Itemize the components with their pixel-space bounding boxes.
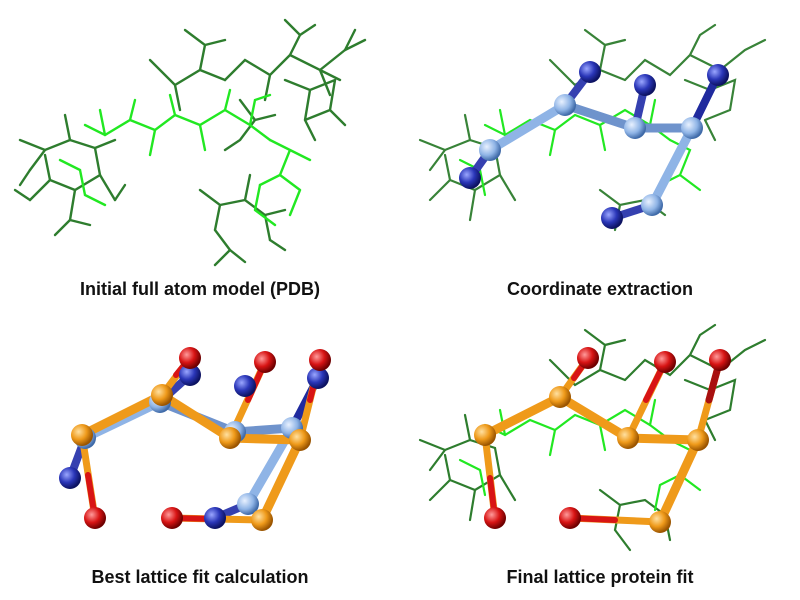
final-lattice-node-2 [549,386,571,408]
side-atom-3 [634,74,656,96]
ca-atom-2 [554,94,576,116]
lattice-side-3 [254,351,276,373]
ca-atom-5 [641,194,663,216]
panel-best-lattice-fit [0,300,400,570]
caption-final-lattice-fit: Final lattice protein fit [506,567,694,587]
side-atom-4 [707,64,729,86]
final-lattice-side-3 [654,351,676,373]
final-lattice-side-2 [577,347,599,369]
lattice-side-2 [179,347,201,369]
panel-coordinate-extraction [400,0,800,270]
caption-coordinate-extraction: Coordinate extraction [506,279,694,299]
lattice-side-4 [309,349,331,371]
ca-atom-1 [479,139,501,161]
side-atom-1 [459,167,481,189]
coordinate-extraction-model [418,23,767,232]
final-lattice-node-4 [687,429,709,451]
full-atom-wireframe [13,18,367,267]
side-atom-2 [579,61,601,83]
lattice-node-4 [289,429,311,451]
final-lattice-node-5 [649,511,671,533]
lattice-node-5 [251,509,273,531]
final-lattice-side-1 [484,507,506,529]
ca-atom-3 [624,117,646,139]
lattice-fit-model [59,347,331,531]
final-lattice-node-3 [617,427,639,449]
caption-best-lattice-fit: Best lattice fit calculation [91,567,309,587]
caption-full-atom-model: Initial full atom model (PDB) [79,279,320,299]
lattice-side-5 [161,507,183,529]
final-lattice-side-5 [559,507,581,529]
lattice-node-1 [71,424,93,446]
final-lattice-node-1 [474,424,496,446]
final-lattice-model [418,323,767,552]
panel-full-atom-model [0,0,400,270]
panel-final-lattice-fit [400,300,800,570]
lattice-side-1 [84,507,106,529]
side-atom-5 [601,207,623,229]
final-lattice-side-4 [709,349,731,371]
lattice-node-2 [151,384,173,406]
ca-atom-4 [681,117,703,139]
lattice-node-3 [219,427,241,449]
